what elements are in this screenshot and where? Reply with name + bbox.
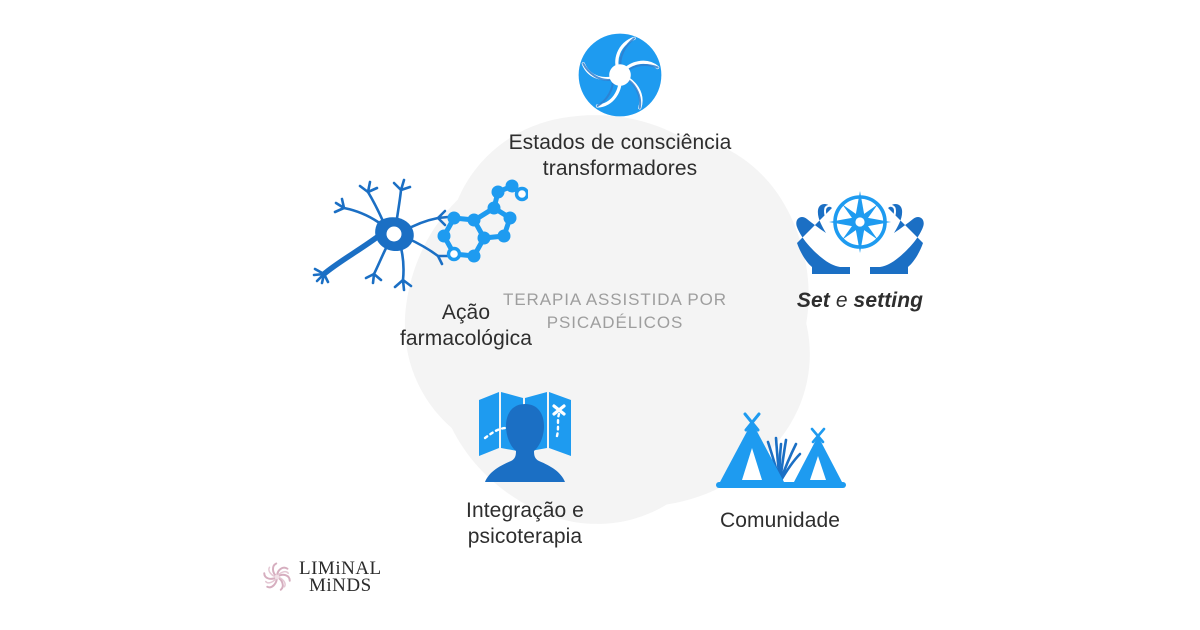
teepees-icon [710,410,850,494]
brand-logo[interactable]: LIMiNAL MiNDS [262,558,382,597]
node-integracao-psicoterapia[interactable]: Integração e psicoterapia [400,386,650,549]
node-label-integracao: Integração e psicoterapia [466,499,584,548]
node-estados-de-consciencia[interactable]: Estados de consciência transformadores [445,28,795,181]
node-label-set-part2: e [829,289,854,312]
spiral-rosette-icon [262,562,292,592]
node-label-acao: Ação farmacológica [399,301,532,350]
node-comunidade[interactable]: Comunidade [655,410,905,534]
person-map-icon [469,386,581,488]
center-caption: TERAPIA ASSISTIDA POR PSICADÉLICOS [503,290,727,333]
brand-wordmark: LIMiNAL MiNDS [299,558,382,597]
node-acao-farmacologica[interactable]: Ação farmacológica [250,178,540,351]
brand-wordmark-line1: LIMiNAL [299,558,382,579]
neuron-molecule-icon [308,178,530,298]
node-label-comunidade: Comunidade [719,509,841,532]
node-label-estados: Estados de consciência transformadores [508,131,732,180]
node-label-set: Set e setting [797,288,923,314]
hands-compass-icon [794,188,926,278]
brand-wordmark-line2: MiNDS [308,575,372,597]
aperture-icon [573,28,667,122]
node-label-set-part1: Set [796,289,830,312]
node-label-set-part3: setting [853,289,924,312]
node-set-e-setting[interactable]: Set e setting [735,188,985,314]
